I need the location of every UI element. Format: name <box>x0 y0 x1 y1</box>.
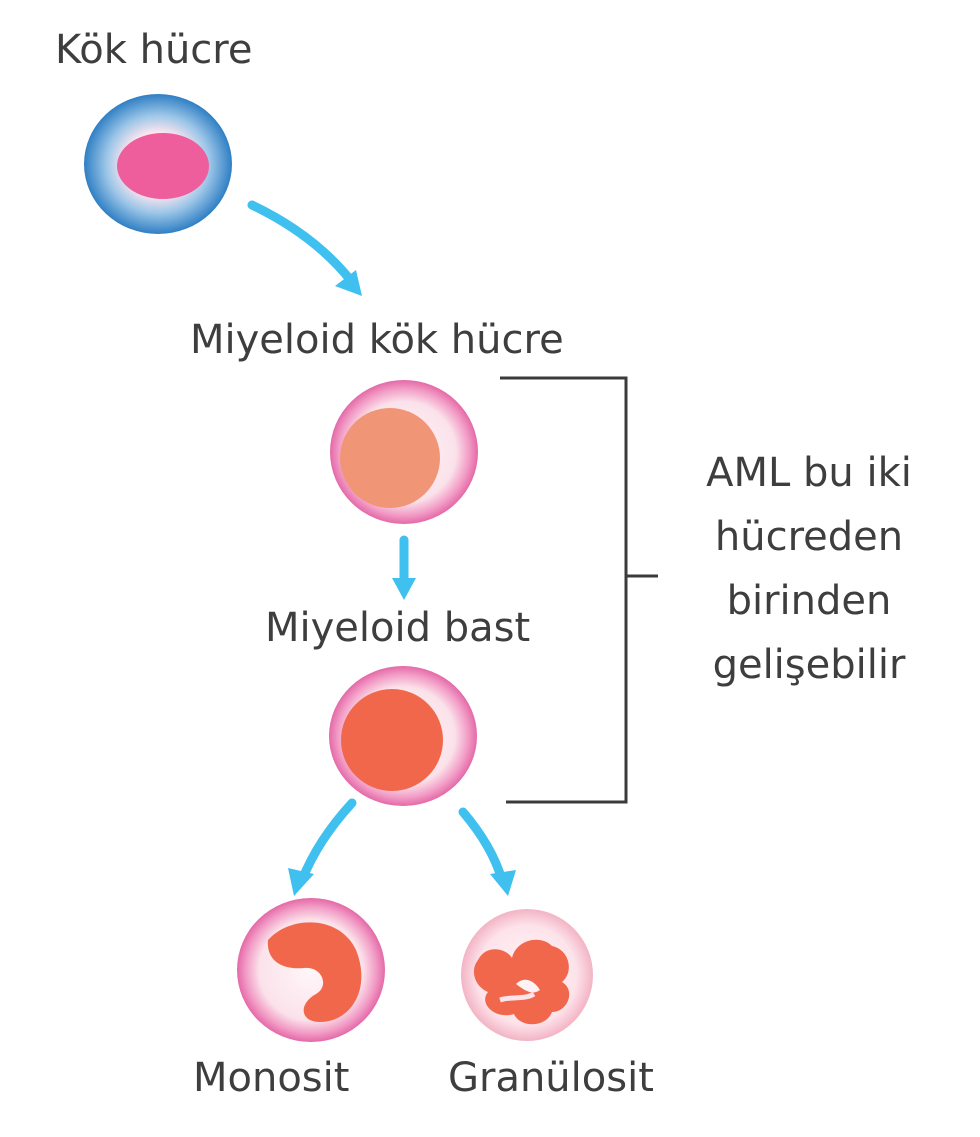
label-myeloid-blast: Miyeloid bast <box>265 605 531 651</box>
granulocyte-cell <box>461 909 593 1041</box>
myeloid-stem-cell-nucleus <box>340 408 440 508</box>
aml-note-line-3: birinden <box>726 578 892 624</box>
label-monocyte: Monosit <box>193 1055 350 1101</box>
monocyte-nucleus <box>267 922 362 1022</box>
myeloid-blast-nucleus <box>341 689 443 791</box>
arrow-blast-to-granulocyte <box>458 807 516 896</box>
arrow-myeloid-to-blast <box>392 535 416 600</box>
arrow-blast-to-monocyte <box>288 798 357 896</box>
label-stem-cell: Kök hücre <box>55 27 253 73</box>
myeloid-stem-cell <box>330 380 478 524</box>
monocyte-cell <box>237 898 385 1042</box>
aml-note-line-1: AML bu iki <box>706 450 912 496</box>
arrow-stem-to-myeloid <box>247 200 362 296</box>
stem-cell <box>84 94 232 234</box>
aml-note-line-4: gelişebilir <box>712 642 906 688</box>
aml-bracket <box>500 376 658 804</box>
label-myeloid-stem-cell: Miyeloid kök hücre <box>190 317 564 363</box>
myeloid-blast-cell <box>329 666 477 806</box>
label-granulocyte: Granülosit <box>448 1055 654 1101</box>
granulocyte-nucleus <box>473 939 570 1025</box>
granulocyte-nucleus-gap <box>499 991 536 1003</box>
aml-note: AML bu iki hücreden birinden gelişebilir <box>684 441 934 697</box>
aml-note-line-2: hücreden <box>714 514 904 560</box>
stem-cell-nucleus <box>117 133 209 199</box>
